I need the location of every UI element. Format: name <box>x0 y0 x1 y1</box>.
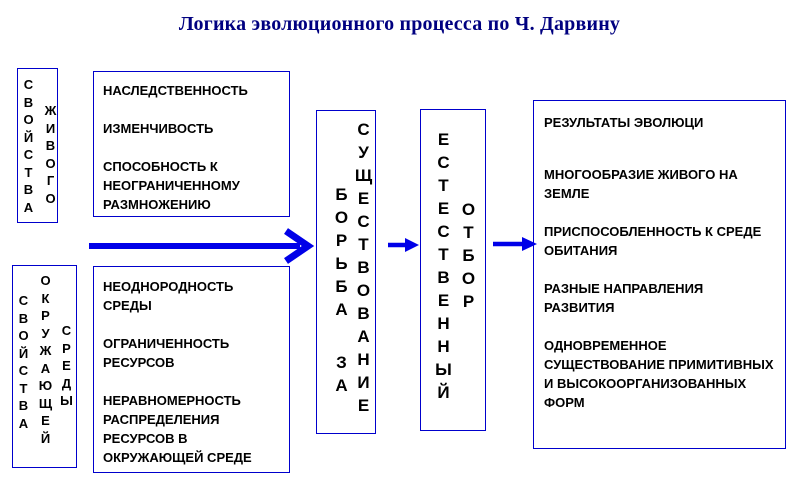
main-right-arrow-icon <box>89 228 315 264</box>
box-living-factors-list: НАСЛЕДСТВЕННОСТЬ ИЗМЕНЧИВОСТЬ СПОСОБНОСТЬ … <box>93 71 290 217</box>
list-item: ПРИСПОСОБЛЕННОСТЬ К СРЕДЕ ОБИТАНИЯ <box>544 224 762 258</box>
list-item: РАЗНЫЕ НАПРАВЛЕНИЯ РАЗВИТИЯ <box>544 281 704 315</box>
selection-to-results-arrow-icon <box>493 237 537 251</box>
results-heading: РЕЗУЛЬТАТЫ ЭВОЛЮЦИ <box>544 115 704 130</box>
list-item: ИЗМЕНЧИВОСТЬ <box>103 121 214 136</box>
box-environment-factors-list: НЕОДНОРОДНОСТЬ СРЕДЫ ОГРАНИЧЕННОСТЬ РЕСУР… <box>93 266 290 473</box>
box-results-of-evolution: РЕЗУЛЬТАТЫ ЭВОЛЮЦИ МНОГООБРАЗИЕ ЖИВОГО Н… <box>533 100 786 449</box>
list-item: НЕРАВНОМЕРНОСТЬ РАСПРЕДЕЛЕНИЯ РЕСУРСОВ В… <box>103 393 252 465</box>
page-title: Логика эволюционного процесса по Ч. Дарв… <box>178 13 621 35</box>
struggle-to-selection-arrow-icon <box>388 238 419 252</box>
list-item: ОДНОВРЕМЕННОЕ СУЩЕСТВОВАНИЕ ПРИМИТИВНЫХ … <box>544 338 774 410</box>
results-list: МНОГООБРАЗИЕ ЖИВОГО НА ЗЕМЛЕ ПРИСПОСОБЛЕН… <box>544 165 777 412</box>
list-item: СПОСОБНОСТЬ К НЕОГРАНИЧЕННОМУ РАЗМНОЖЕНИ… <box>103 159 240 212</box>
list-item: НЕОДНОРОДНОСТЬ СРЕДЫ <box>103 279 234 313</box>
list-item: НАСЛЕДСТВЕННОСТЬ <box>103 83 248 98</box>
list-item: ОГРАНИЧЕННОСТЬ РЕСУРСОВ <box>103 336 230 370</box>
list-item: МНОГООБРАЗИЕ ЖИВОГО НА ЗЕМЛЕ <box>544 167 738 201</box>
